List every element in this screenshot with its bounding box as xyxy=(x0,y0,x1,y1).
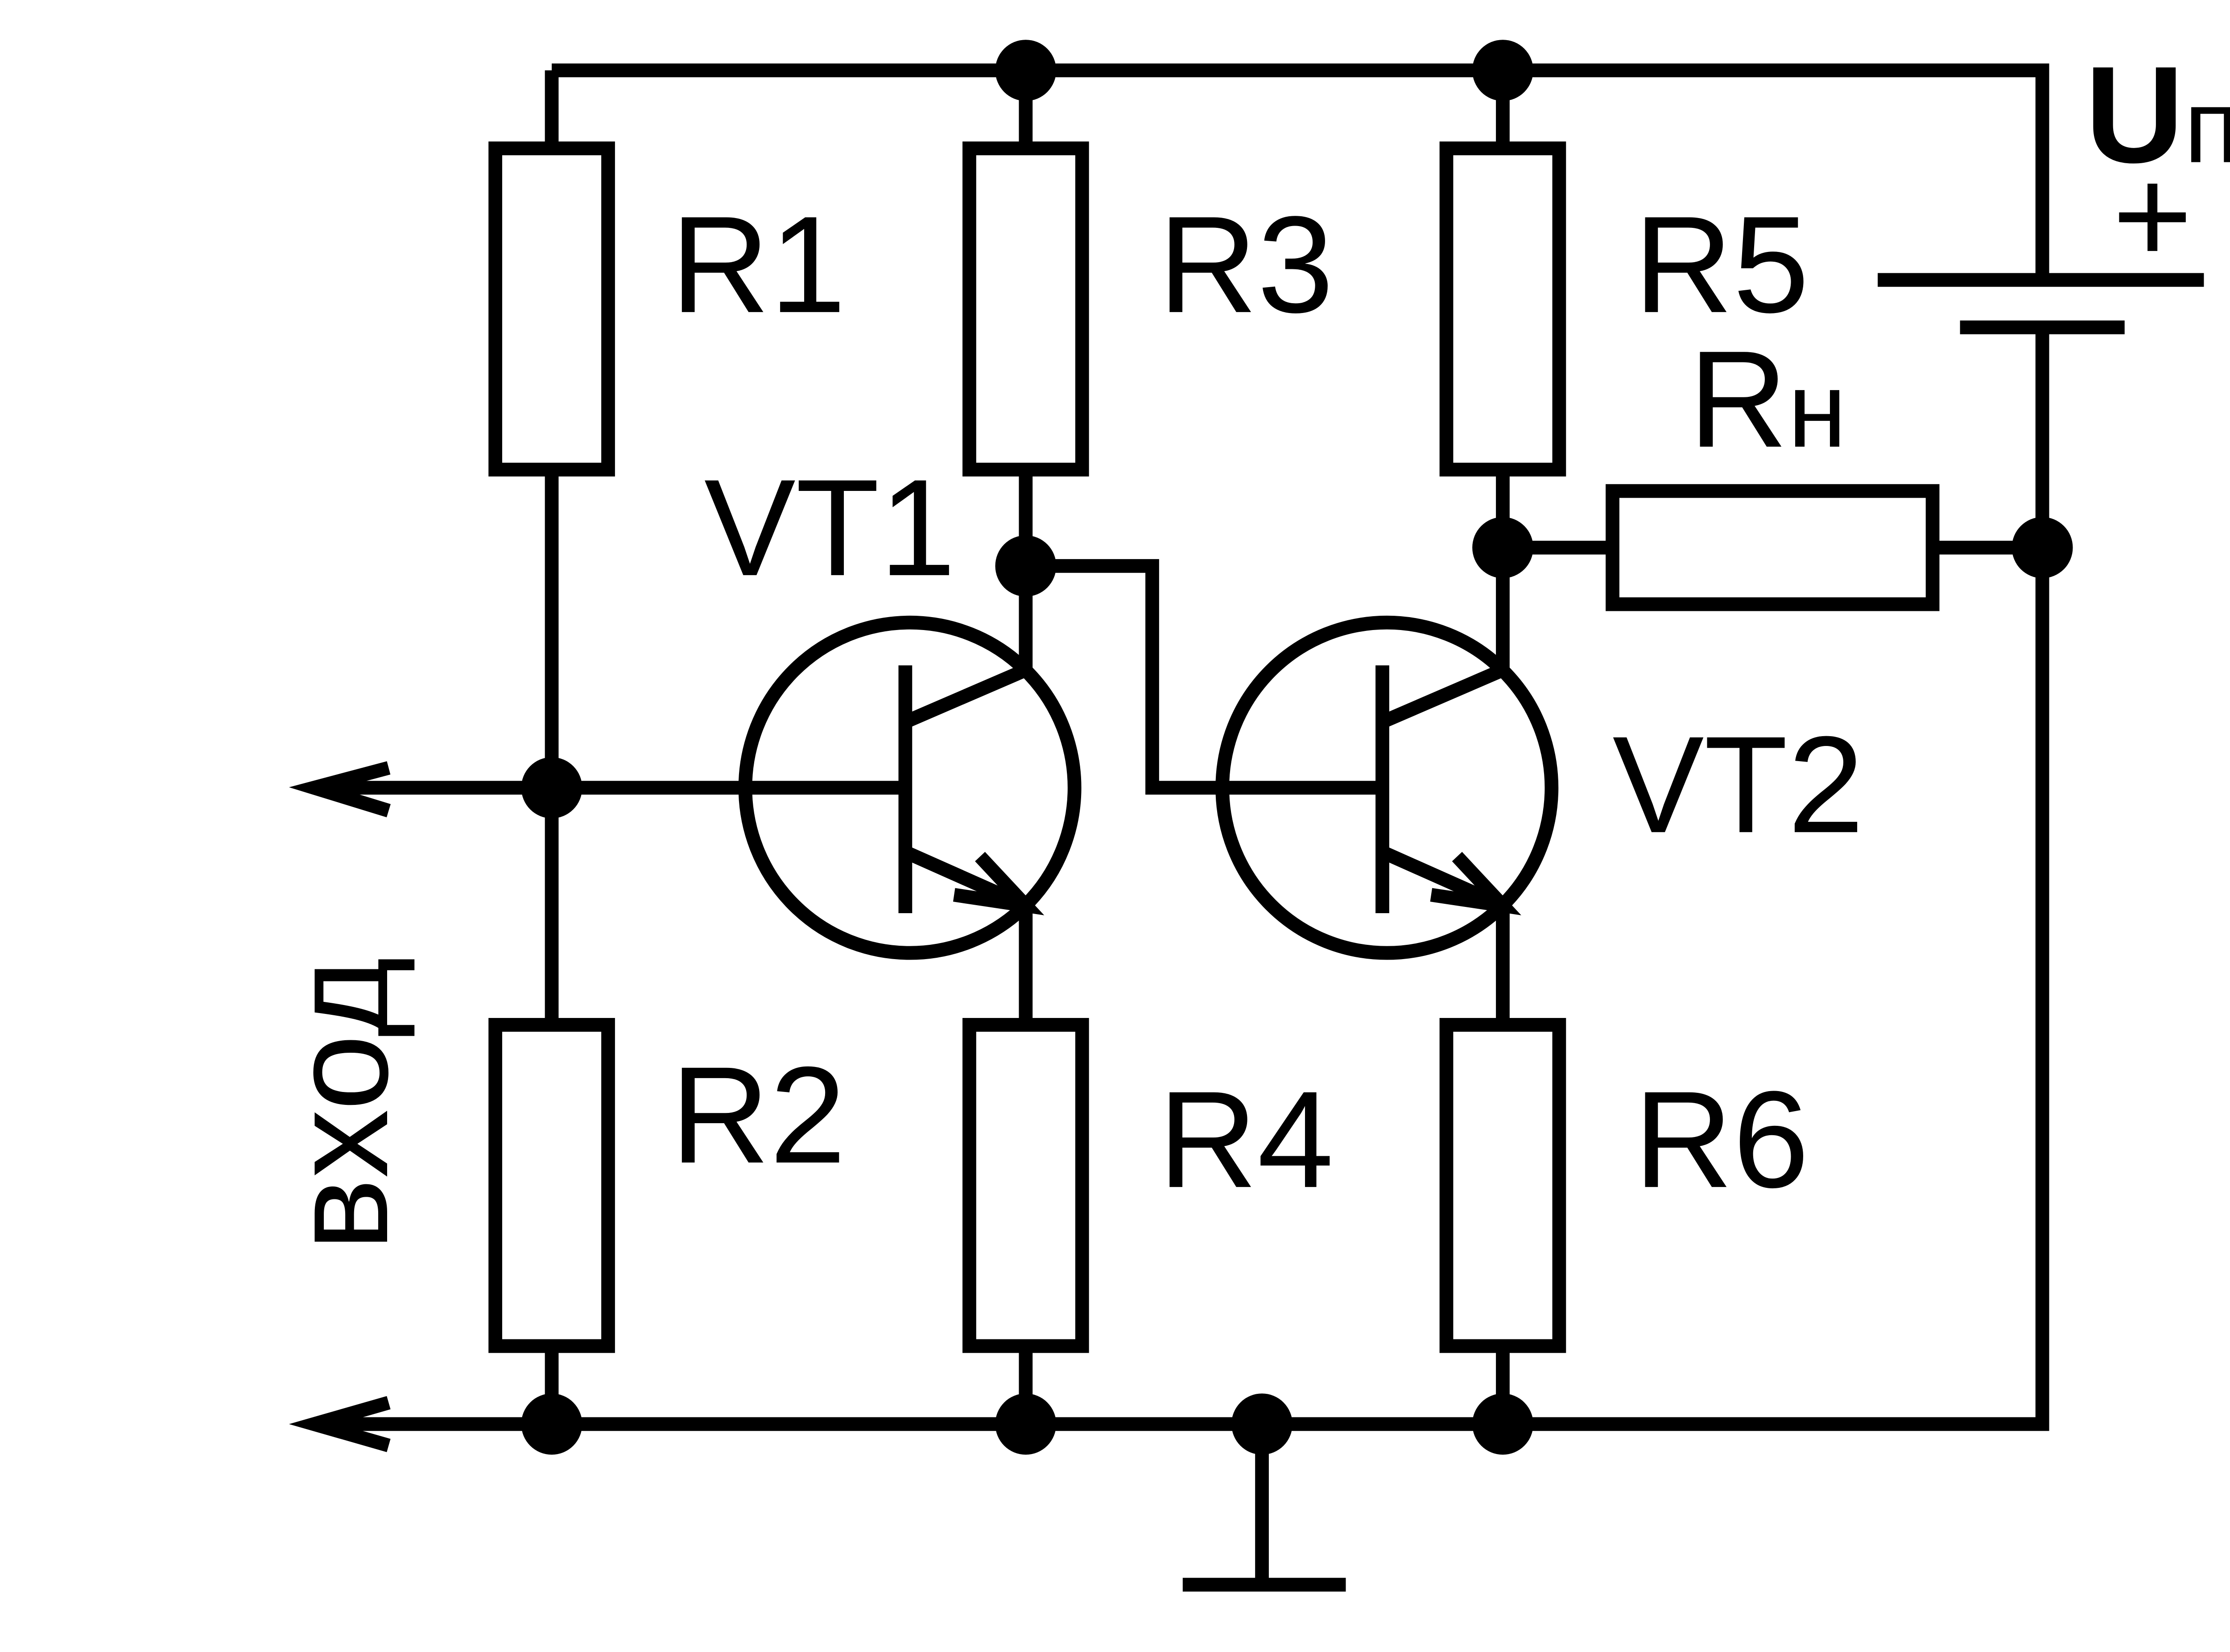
transistor-vt2 xyxy=(1215,615,1559,960)
label-rn-main: R xyxy=(1689,322,1788,476)
resistor-r4 xyxy=(962,1018,1089,1353)
label-r4: R4 xyxy=(1158,1063,1334,1217)
junction-dot xyxy=(2011,517,2073,578)
label-r2: R2 xyxy=(671,1038,846,1192)
vt1-collector-lead xyxy=(902,663,1028,729)
vt2-emitter-arrow-icon xyxy=(1430,852,1521,915)
junction-dot xyxy=(1231,1393,1293,1455)
resistor-r2 xyxy=(488,1018,615,1353)
resistor-r3 xyxy=(962,141,1089,477)
vt1-envelope xyxy=(738,615,1082,960)
junction-dot xyxy=(995,1393,1057,1455)
label-r3: R3 xyxy=(1158,188,1334,342)
label-supply-sub: п xyxy=(2184,68,2230,185)
label-supply: Uп xyxy=(2085,38,2230,192)
junction-dot xyxy=(995,535,1057,597)
junction-dot xyxy=(1472,1393,1533,1455)
input-bottom-arrow-icon xyxy=(289,1396,391,1452)
input-top-arrow-icon xyxy=(289,761,391,817)
vt1-emitter-arrow-icon xyxy=(953,852,1045,915)
resistor-rn xyxy=(1606,484,1940,611)
label-r5: R5 xyxy=(1634,188,1809,342)
vt1-to-vt2-base-wire xyxy=(1025,559,1383,795)
label-r6: R6 xyxy=(1634,1063,1809,1217)
transistor-vt1 xyxy=(738,615,1082,960)
junction-dot xyxy=(521,1393,582,1455)
label-rn: Rн xyxy=(1689,322,1846,476)
resistor-r1 xyxy=(488,141,615,477)
vt2-envelope xyxy=(1215,615,1559,960)
junction-dot xyxy=(1472,40,1533,101)
label-vt2: VT2 xyxy=(1613,708,1864,862)
vt2-collector-lead xyxy=(1379,663,1506,729)
junction-dot xyxy=(521,757,582,819)
label-vt1: VT1 xyxy=(704,451,956,605)
junction-dot xyxy=(1472,517,1533,578)
label-supply-main: U xyxy=(2085,38,2184,192)
label-rn-sub: н xyxy=(1788,350,1846,470)
resistor-r5 xyxy=(1439,141,1566,477)
resistor-r6 xyxy=(1439,1018,1566,1353)
label-supply-plus: + xyxy=(2112,139,2193,293)
junction-dot xyxy=(995,40,1057,101)
label-input: вход xyxy=(264,957,417,1251)
label-r1: R1 xyxy=(671,188,846,342)
